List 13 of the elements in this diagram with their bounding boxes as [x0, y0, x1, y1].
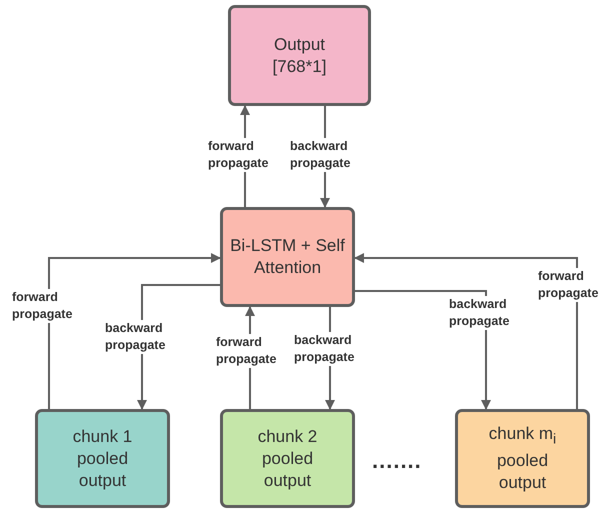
process-box [228, 5, 371, 106]
node-label: chunk m$_{i}$ pooled output [488, 422, 558, 494]
process-box [455, 409, 590, 508]
ellipsis: ....... [372, 448, 422, 474]
node-label: chunk 1 pooled output [72, 426, 134, 492]
process-box [220, 207, 355, 307]
process-box [35, 409, 170, 508]
process-box [220, 409, 355, 508]
node-label: chunk 2 pooled output [256, 426, 318, 492]
node-label: Output [768*1] [272, 34, 328, 78]
arrow [48, 253, 221, 409]
arrow [354, 253, 578, 409]
node-label: Bi-LSTM + Self Attention [230, 235, 345, 279]
